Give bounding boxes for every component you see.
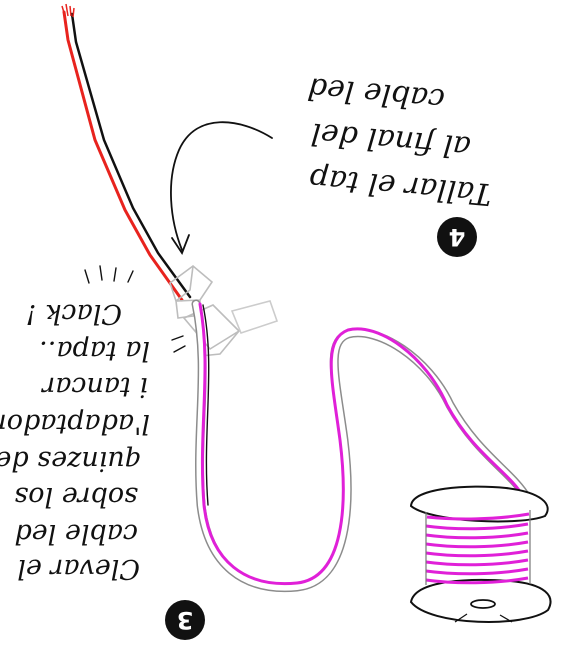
step-3-number: 3 xyxy=(177,606,194,634)
step-3-line-6: i tancar xyxy=(40,371,148,402)
step-3-line-1: Clevar el xyxy=(17,553,140,584)
power-wires xyxy=(62,4,190,300)
led-adapter-clip xyxy=(170,266,277,356)
step-4-line-1: Tallar el tap xyxy=(308,161,493,212)
cable-core-magenta xyxy=(200,304,524,584)
arrow-shaft xyxy=(171,122,272,250)
step-3-line-7: la tapa.. xyxy=(39,335,150,366)
step-4-badge: 4 xyxy=(437,217,477,257)
step-3-instructions: Clevar el cable led sobre los quinzes de… xyxy=(0,298,150,584)
step-3-line-2: cable led xyxy=(14,518,138,549)
step-3-line-3: sobre los xyxy=(14,481,138,512)
black-wire xyxy=(72,14,190,297)
adapter-body xyxy=(184,305,239,356)
spool-windings xyxy=(426,514,529,583)
adapter-tab xyxy=(232,301,277,333)
step-4-instructions: Tallar el tap al final del cable led xyxy=(298,70,501,211)
step-3-badge: 3 xyxy=(165,600,205,640)
led-cable xyxy=(196,304,527,588)
step-3-line-4: quinzes de xyxy=(0,445,142,476)
red-wire xyxy=(64,12,182,300)
step-4-line-2: al final del xyxy=(310,116,472,165)
step-3-line-5: l'adaptador xyxy=(0,408,150,439)
step-3-line-8: Clack ! xyxy=(26,298,122,329)
pointer-arrow xyxy=(171,122,272,253)
cable-spool xyxy=(411,487,550,622)
step-4-line-3: cable led xyxy=(306,70,446,117)
step-4-number: 4 xyxy=(449,223,466,251)
